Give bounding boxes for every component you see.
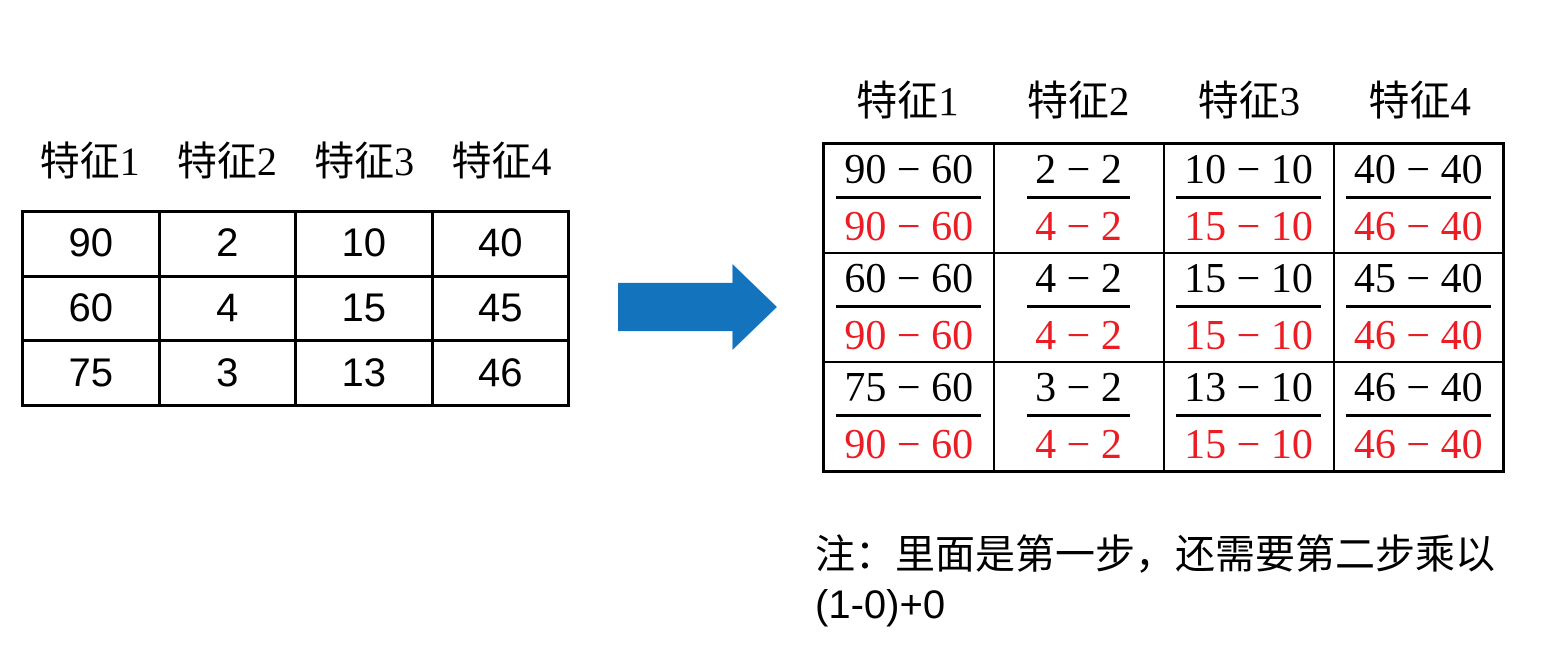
- fraction-cell: 2 − 2 4 − 2: [992, 142, 1165, 254]
- data-cell: 46: [430, 339, 570, 407]
- fraction-cell: 40 − 40 46 − 40: [1332, 142, 1505, 254]
- fraction-denominator: 4 − 2: [1035, 313, 1122, 359]
- fraction-cell: 4 − 2 4 − 2: [992, 252, 1165, 363]
- fraction-denominator: 46 − 40: [1353, 422, 1483, 468]
- fraction-denominator: 46 − 40: [1353, 204, 1483, 250]
- data-cell: 45: [430, 274, 570, 343]
- fraction-numerator: 60 − 60: [836, 256, 982, 308]
- data-cell: 2: [157, 210, 297, 278]
- fraction-numerator: 40 − 40: [1345, 147, 1491, 199]
- footnote: 注：里面是第一步，还需要第二步乘以 (1-0)+0: [815, 530, 1550, 630]
- table-row: 75 3 13 46: [21, 339, 570, 407]
- footnote-line-2: (1-0)+0: [815, 583, 946, 627]
- raw-data-table: 90 2 10 40 60 4 15 45 75 3 13 46: [21, 210, 570, 407]
- column-header-feature-1: 特征1: [39, 139, 140, 184]
- fraction-denominator: 90 − 60: [844, 313, 974, 359]
- column-header-feature-3: 特征3: [314, 139, 415, 184]
- fraction-cell: 15 − 10 15 − 10: [1162, 252, 1335, 363]
- column-header-feature-3: 特征3: [1197, 78, 1301, 124]
- table-row: 90 − 60 90 − 60 2 − 2 4 − 2 10 − 10 15 − 10…: [822, 142, 1505, 254]
- footnote-line-1: 注：里面是第一步，还需要第二步乘以: [815, 532, 1495, 577]
- fraction-denominator: 4 − 2: [1035, 204, 1122, 250]
- fraction-denominator: 4 − 2: [1035, 422, 1122, 468]
- fraction-numerator: 46 − 40: [1345, 365, 1491, 417]
- column-header-feature-1: 特征1: [856, 78, 959, 124]
- right-arrow-icon: [618, 264, 777, 350]
- fraction-cell: 13 − 10 15 − 10: [1162, 361, 1335, 473]
- fraction-cell: 10 − 10 15 − 10: [1162, 142, 1335, 254]
- data-cell: 90: [21, 210, 161, 278]
- fraction-cell: 3 − 2 4 − 2: [992, 361, 1165, 473]
- data-cell: 4: [157, 274, 297, 343]
- data-cell: 15: [294, 274, 434, 343]
- table-row: 90 2 10 40: [21, 210, 570, 278]
- fraction-denominator: 46 − 40: [1353, 313, 1483, 359]
- fraction-numerator: 75 − 60: [836, 365, 982, 417]
- data-cell: 60: [21, 274, 161, 343]
- fraction-numerator: 4 − 2: [1027, 256, 1130, 308]
- fraction-cell: 90 − 60 90 − 60: [822, 142, 995, 254]
- fraction-denominator: 15 − 10: [1184, 204, 1313, 250]
- column-header-feature-4: 特征4: [1368, 78, 1471, 124]
- column-header-feature-4: 特征4: [451, 139, 552, 184]
- fraction-cell: 45 − 40 46 − 40: [1332, 252, 1505, 363]
- column-header-feature-2: 特征2: [1026, 78, 1130, 124]
- fraction-numerator: 3 − 2: [1027, 365, 1130, 417]
- normalized-data-table: 90 − 60 90 − 60 2 − 2 4 − 2 10 − 10 15 − 10…: [822, 142, 1505, 473]
- raw-table-headers: 特征1 特征2 特征3 特征4: [21, 138, 570, 186]
- fraction-numerator: 15 − 10: [1176, 256, 1321, 308]
- fraction-denominator: 90 − 60: [844, 204, 974, 250]
- table-row: 60 4 15 45: [21, 274, 570, 343]
- normalized-table-headers: 特征1 特征2 特征3 特征4: [822, 76, 1505, 126]
- fraction-numerator: 45 − 40: [1345, 256, 1491, 308]
- table-row: 75 − 60 90 − 60 3 − 2 4 − 2 13 − 10 15 − 10…: [822, 361, 1505, 473]
- fraction-cell: 60 − 60 90 − 60: [822, 252, 995, 363]
- fraction-denominator: 90 − 60: [844, 422, 974, 468]
- fraction-denominator: 15 − 10: [1184, 422, 1313, 468]
- fraction-numerator: 13 − 10: [1176, 365, 1321, 417]
- data-cell: 75: [21, 339, 161, 407]
- fraction-cell: 46 − 40 46 − 40: [1332, 361, 1505, 473]
- column-header-feature-2: 特征2: [176, 139, 277, 184]
- data-cell: 13: [294, 339, 434, 407]
- fraction-numerator: 10 − 10: [1176, 147, 1321, 199]
- data-cell: 3: [157, 339, 297, 407]
- fraction-cell: 75 − 60 90 − 60: [822, 361, 995, 473]
- data-cell: 10: [294, 210, 434, 278]
- fraction-numerator: 90 − 60: [836, 147, 982, 199]
- fraction-numerator: 2 − 2: [1027, 147, 1130, 199]
- fraction-denominator: 15 − 10: [1184, 313, 1313, 359]
- data-cell: 40: [430, 210, 570, 278]
